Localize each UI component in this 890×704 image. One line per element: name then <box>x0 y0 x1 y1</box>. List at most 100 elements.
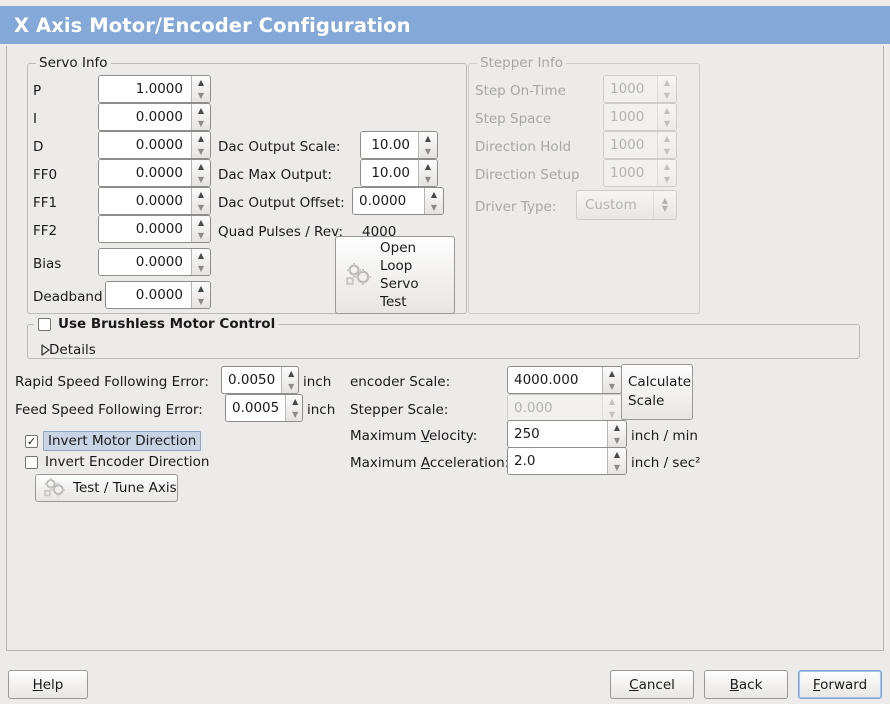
details-expander[interactable]: Details <box>33 342 96 358</box>
servo-value-i[interactable]: 0.0000 <box>99 104 191 130</box>
spin-up-icon[interactable]: ▲ <box>197 133 205 143</box>
dac-output-scale-spin[interactable]: 10.00 ▲ ▼ <box>360 131 438 159</box>
spinner-buttons[interactable]: ▲ ▼ <box>424 188 443 214</box>
spin-down-icon[interactable]: ▼ <box>608 381 616 391</box>
spin-down-icon[interactable]: ▼ <box>613 435 621 445</box>
checkbox-box[interactable] <box>25 455 38 469</box>
spinner-buttons[interactable]: ▲ ▼ <box>191 132 210 158</box>
cancel-button[interactable]: Cancel <box>610 670 694 699</box>
spinner-buttons[interactable]: ▲ ▼ <box>191 188 210 214</box>
spinner-buttons[interactable]: ▲ ▼ <box>602 367 621 393</box>
test-tune-axis-button[interactable]: Test / Tune Axis <box>35 474 178 502</box>
spin-down-icon[interactable]: ▼ <box>197 202 205 212</box>
spin-up-icon[interactable]: ▲ <box>613 422 621 432</box>
spinner-buttons[interactable]: ▲ ▼ <box>281 367 298 393</box>
spin-down-icon[interactable]: ▼ <box>197 263 205 273</box>
back-button[interactable]: Back <box>704 670 788 699</box>
maximum-velocity-value[interactable]: 250 <box>508 421 607 447</box>
spin-down-icon[interactable]: ▼ <box>197 118 205 128</box>
spin-down-icon[interactable]: ▼ <box>197 146 205 156</box>
maximum-velocity-spin[interactable]: 250 ▲ ▼ <box>507 420 627 448</box>
spinner-buttons[interactable]: ▲ ▼ <box>191 282 210 308</box>
spin-down-icon[interactable]: ▼ <box>197 174 205 184</box>
spin-up-icon[interactable]: ▲ <box>197 189 205 199</box>
calculate-scale-button[interactable]: Calculate Scale <box>621 364 693 420</box>
spinner-buttons[interactable]: ▲ ▼ <box>285 395 302 421</box>
help-button[interactable]: Help <box>8 670 88 699</box>
spinner-buttons: ▲ ▼ <box>657 76 676 102</box>
servo-spin-bias[interactable]: 0.0000 ▲ ▼ <box>98 248 211 276</box>
rapid-speed-following-error-spin[interactable]: 0.0050 ▲ ▼ <box>221 366 299 394</box>
spin-up-icon[interactable]: ▲ <box>608 368 616 378</box>
servo-value-deadband[interactable]: 0.0000 <box>106 282 191 308</box>
spinner-buttons[interactable]: ▲ ▼ <box>607 421 626 447</box>
feed-speed-following-error-spin[interactable]: 0.0005 ▲ ▼ <box>225 394 303 422</box>
rapid-speed-following-error-value[interactable]: 0.0050 <box>222 367 282 393</box>
spin-up-icon[interactable]: ▲ <box>197 283 205 293</box>
encoder-scale-spin[interactable]: 4000.000 ▲ ▼ <box>507 366 622 394</box>
maximum-acceleration-value[interactable]: 2.0 <box>508 448 607 474</box>
checkbox-box[interactable]: ✓ <box>25 434 38 448</box>
spinner-buttons[interactable]: ▲ ▼ <box>418 132 437 158</box>
chevron-right-icon[interactable] <box>33 344 50 356</box>
spinner-buttons[interactable]: ▲ ▼ <box>191 249 210 275</box>
invert-encoder-direction-checkbox[interactable]: Invert Encoder Direction <box>25 454 209 470</box>
servo-spin-ff2[interactable]: 0.0000 ▲ ▼ <box>98 215 211 243</box>
servo-value-p[interactable]: 1.0000 <box>99 76 191 102</box>
servo-spin-ff1[interactable]: 0.0000 ▲ ▼ <box>98 187 211 215</box>
checkbox-box[interactable] <box>38 317 51 331</box>
spin-down-icon[interactable]: ▼ <box>430 202 438 212</box>
spinner-buttons[interactable]: ▲ ▼ <box>191 160 210 186</box>
spin-up-icon: ▲ <box>663 105 671 115</box>
spin-down-icon[interactable]: ▼ <box>197 296 205 306</box>
servo-value-ff1[interactable]: 0.0000 <box>99 188 191 214</box>
spin-up-icon[interactable]: ▲ <box>197 161 205 171</box>
spin-down-icon[interactable]: ▼ <box>288 381 295 391</box>
feed-speed-following-error-value[interactable]: 0.0005 <box>226 395 286 421</box>
dac-max-output-spin[interactable]: 10.00 ▲ ▼ <box>360 159 438 187</box>
servo-value-bias[interactable]: 0.0000 <box>99 249 191 275</box>
spinner-buttons[interactable]: ▲ ▼ <box>418 160 437 186</box>
spin-up-icon[interactable]: ▲ <box>197 250 205 260</box>
spin-down-icon[interactable]: ▼ <box>613 462 621 472</box>
step-on-time-spin: 1000 ▲ ▼ <box>603 75 677 103</box>
spin-up-icon[interactable]: ▲ <box>430 189 438 199</box>
spin-up-icon[interactable]: ▲ <box>424 161 432 171</box>
servo-spin-i[interactable]: 0.0000 ▲ ▼ <box>98 103 211 131</box>
dac-output-offset-value[interactable]: 0.0000 <box>353 188 424 214</box>
dac-output-scale-value[interactable]: 10.00 <box>361 132 418 158</box>
spin-down-icon[interactable]: ▼ <box>424 146 432 156</box>
spin-down-icon[interactable]: ▼ <box>292 409 299 419</box>
spinner-buttons[interactable]: ▲ ▼ <box>607 448 626 474</box>
spin-up-icon[interactable]: ▲ <box>197 217 205 227</box>
spin-up-icon[interactable]: ▲ <box>197 105 205 115</box>
servo-spin-p[interactable]: 1.0000 ▲ ▼ <box>98 75 211 103</box>
spin-up-icon[interactable]: ▲ <box>197 77 205 87</box>
spinner-buttons[interactable]: ▲ ▼ <box>191 216 210 242</box>
spin-down-icon[interactable]: ▼ <box>197 90 205 100</box>
open-loop-servo-test-button[interactable]: Open Loop Servo Test <box>335 236 455 314</box>
servo-value-ff0[interactable]: 0.0000 <box>99 160 191 186</box>
forward-button[interactable]: Forward <box>798 670 882 699</box>
spin-down-icon[interactable]: ▼ <box>424 174 432 184</box>
use-brushless-motor-control-checkbox[interactable]: Use Brushless Motor Control <box>34 316 280 332</box>
spin-up-icon[interactable]: ▲ <box>288 368 295 378</box>
spinner-buttons[interactable]: ▲ ▼ <box>191 104 210 130</box>
spin-up-icon[interactable]: ▲ <box>613 449 621 459</box>
servo-spin-deadband[interactable]: 0.0000 ▲ ▼ <box>105 281 211 309</box>
feed-speed-following-error-label: Feed Speed Following Error: <box>15 402 203 418</box>
invert-motor-direction-checkbox[interactable]: ✓ Invert Motor Direction <box>25 431 202 451</box>
maximum-acceleration-spin[interactable]: 2.0 ▲ ▼ <box>507 447 627 475</box>
servo-spin-d[interactable]: 0.0000 ▲ ▼ <box>98 131 211 159</box>
spin-up-icon[interactable]: ▲ <box>424 133 432 143</box>
servo-value-d[interactable]: 0.0000 <box>99 132 191 158</box>
servo-value-ff2[interactable]: 0.0000 <box>99 216 191 242</box>
spin-down-icon[interactable]: ▼ <box>197 230 205 240</box>
encoder-scale-value[interactable]: 4000.000 <box>508 367 602 393</box>
spinner-buttons[interactable]: ▲ ▼ <box>191 76 210 102</box>
step-on-time-value: 1000 <box>604 76 657 102</box>
dac-max-output-value[interactable]: 10.00 <box>361 160 418 186</box>
spin-up-icon[interactable]: ▲ <box>292 396 299 406</box>
servo-spin-ff0[interactable]: 0.0000 ▲ ▼ <box>98 159 211 187</box>
dac-output-offset-spin[interactable]: 0.0000 ▲ ▼ <box>352 187 444 215</box>
